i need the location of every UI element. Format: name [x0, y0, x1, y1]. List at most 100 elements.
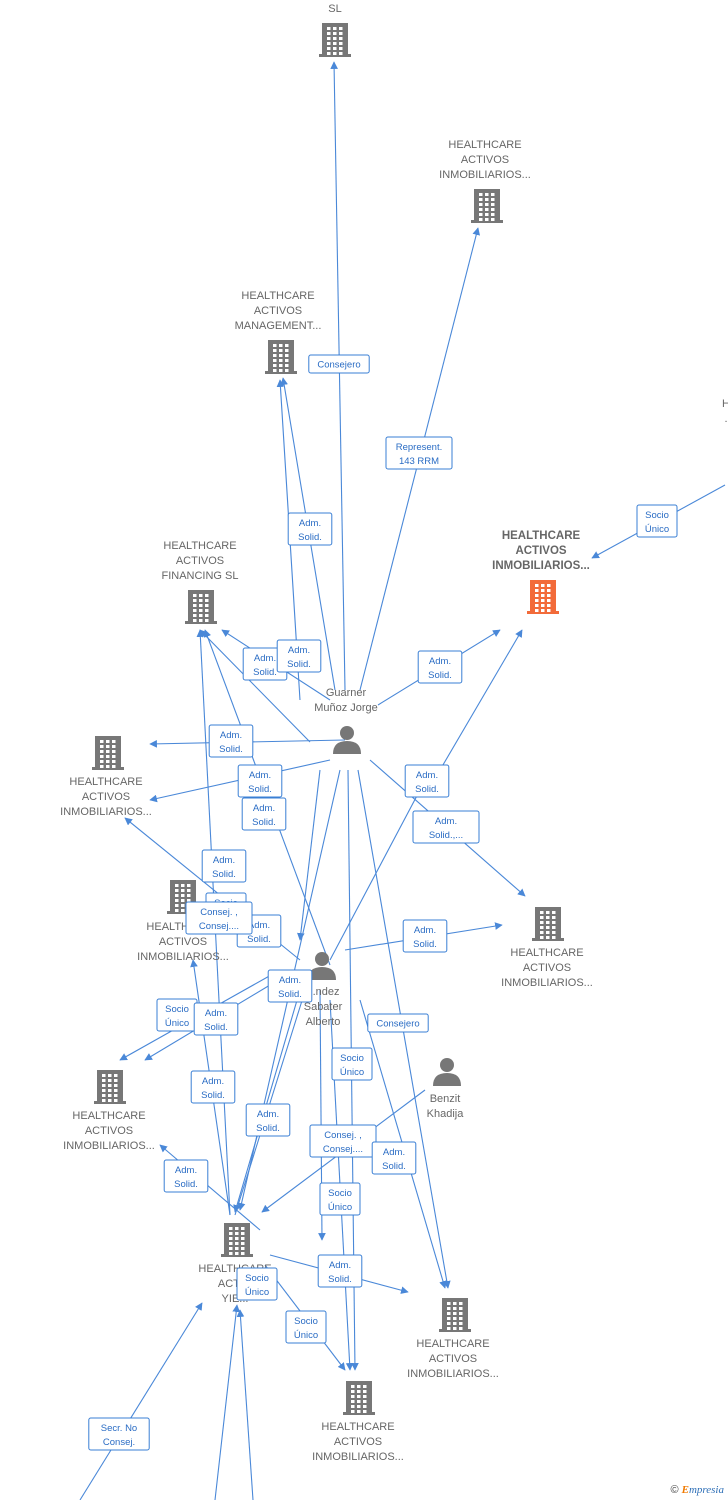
building-window	[540, 931, 544, 934]
building-window	[547, 594, 551, 597]
edge-label[interactable]: Adm.Solid.	[201, 849, 247, 883]
edge-label[interactable]: Adm.Solid.	[267, 969, 313, 1003]
edge-label-text: Adm.	[288, 645, 310, 656]
company-node[interactable]: H.	[722, 398, 728, 457]
edge-line	[236, 1309, 254, 1500]
company-node[interactable]: HEALTHCAREACTIVOSINMOBILIARIOS...	[60, 736, 152, 818]
building-window	[199, 614, 203, 617]
edge-label-text: Solid.	[201, 1090, 225, 1101]
building-window	[351, 1405, 355, 1408]
edge-label-text: Socio	[340, 1053, 364, 1064]
node-label: ACTIVOS	[176, 555, 224, 567]
company-node[interactable]: HEALTHCAREACTIVOSINMOBILIARIOS...	[407, 1298, 499, 1380]
edge-label[interactable]: Adm.Solid.	[417, 650, 463, 684]
building-window	[333, 37, 337, 40]
building-icon	[471, 189, 503, 223]
building-window	[357, 1400, 361, 1403]
company-node[interactable]: SL	[319, 3, 351, 57]
edge-label-box	[404, 764, 450, 798]
edge-label[interactable]: Adm.Solid.	[276, 639, 322, 673]
building-window	[479, 198, 483, 201]
edge-label[interactable]: Adm.Solid.	[163, 1159, 209, 1193]
brand-logo[interactable]: Empresia	[681, 1484, 724, 1496]
edge-label[interactable]: Adm.Solid.,...	[412, 810, 480, 844]
edge-label[interactable]: Adm.Solid.	[404, 764, 450, 798]
edge-line	[439, 629, 523, 771]
building-window	[546, 911, 550, 914]
edge-label[interactable]: Consejero	[308, 354, 370, 374]
building-window	[193, 619, 197, 622]
edge-label-text: Solid.	[328, 1274, 352, 1285]
building-window	[333, 32, 337, 35]
edge-label[interactable]: Adm.Solid.	[287, 512, 333, 546]
edge-label[interactable]: Consej. ,Consej....	[185, 901, 253, 935]
company-node[interactable]: HEALTHCAREACTIVOSINMOBILIARIOS...	[137, 880, 229, 963]
building-icon	[532, 907, 564, 941]
edge-label-text: Adm.	[279, 975, 301, 986]
building-window	[541, 589, 545, 592]
edge-label-box	[88, 1417, 150, 1451]
edge-label-text: Único	[294, 1330, 318, 1341]
building-window	[279, 354, 283, 357]
edge-label[interactable]: Adm.Solid.	[193, 1002, 239, 1036]
node-label: Alberto	[306, 1016, 341, 1028]
building-window	[187, 899, 191, 902]
edge-label-box	[267, 969, 313, 1003]
building-window	[327, 47, 331, 50]
edge-label-text: Adm.	[175, 1165, 197, 1176]
edge-label[interactable]: Represent.143 RRM	[385, 436, 453, 470]
building-icon	[94, 1070, 126, 1104]
edge-label-text: 143 RRM	[399, 456, 439, 467]
edge-label[interactable]: Adm.Solid.	[371, 1141, 417, 1175]
company-node[interactable]: HEALTHCAREACTIVOSINMOBILIARIOS...	[312, 1381, 404, 1463]
building-window	[193, 609, 197, 612]
edge-label-text: Consejero	[376, 1019, 419, 1030]
edge-label-box	[287, 512, 333, 546]
company-node[interactable]: HEALTHCAREACTIVOSINMOBILIARIOS...	[492, 530, 590, 614]
company-node[interactable]: HEALTHCAREACTIVOSINMOBILIARIOS...	[501, 907, 593, 989]
edge-label[interactable]: Consej. ,Consej....	[309, 1124, 377, 1158]
company-node[interactable]: HEALTHCAREACTIVOSINMOBILIARIOS...	[63, 1070, 155, 1152]
edge-label[interactable]: Adm.Solid.	[237, 764, 283, 798]
node-label: SL	[328, 3, 341, 15]
building-window	[546, 921, 550, 924]
building-window	[181, 904, 185, 907]
building-window	[199, 619, 203, 622]
building-window	[175, 909, 179, 912]
person-head	[315, 952, 329, 966]
building-window	[100, 750, 104, 753]
company-node[interactable]: HEALTHCAREACTIVOSINMOBILIARIOS...	[439, 139, 531, 223]
edge-label[interactable]: Adm.Solid.	[402, 919, 448, 953]
building-window	[541, 584, 545, 587]
building-window	[106, 760, 110, 763]
footer-brand: © Empresia	[670, 1484, 724, 1496]
person-icon	[333, 726, 361, 754]
edge-label[interactable]: Adm.Solid.	[208, 724, 254, 758]
edge-label[interactable]: Adm.Solid.	[190, 1070, 236, 1104]
building-window	[540, 921, 544, 924]
edge-label[interactable]: Consejero	[367, 1013, 429, 1033]
building-window	[114, 1099, 118, 1102]
edge-label[interactable]: Adm.Solid.	[317, 1254, 363, 1288]
building-window	[235, 1237, 239, 1240]
building-window	[112, 750, 116, 753]
company-node[interactable]: HEALTHCAREACTIVOSMANAGEMENT...	[235, 290, 322, 374]
node-label: FINANCING SL	[161, 570, 238, 582]
node-label: HEALTHCARE	[416, 1338, 489, 1350]
edge-label-box	[367, 1013, 429, 1033]
building-window	[447, 1322, 451, 1325]
edge-label[interactable]: Adm.Solid.	[241, 797, 287, 831]
edge-label-box	[385, 436, 453, 470]
edge-label[interactable]: Adm.Solid.	[245, 1103, 291, 1137]
